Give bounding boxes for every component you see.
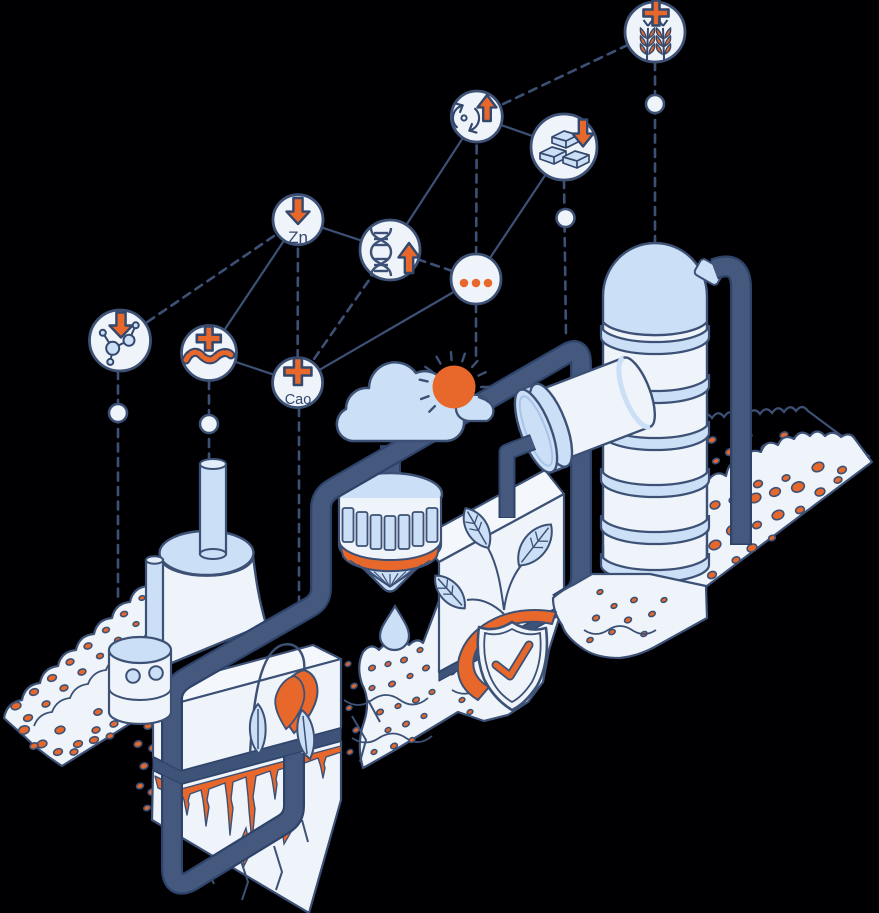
svg-text:Cao: Cao xyxy=(285,392,312,408)
svg-text:Zn: Zn xyxy=(288,228,308,247)
